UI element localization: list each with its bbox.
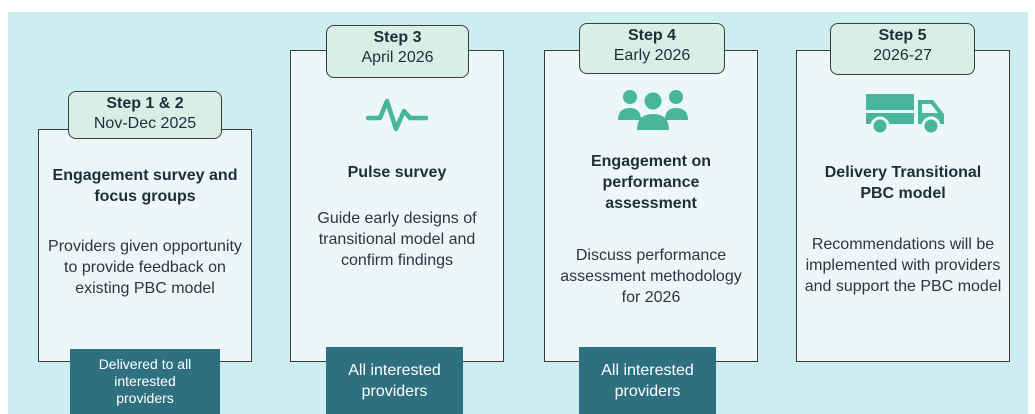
step-3-tag: Step 3 April 2026 bbox=[326, 25, 469, 78]
step-3-date: April 2026 bbox=[361, 49, 434, 66]
step-4-footer-text: All interested providers bbox=[601, 361, 694, 400]
step-4-footer: All interested providers bbox=[579, 347, 716, 414]
people-group-icon bbox=[618, 90, 688, 130]
step-4-date: Early 2026 bbox=[613, 47, 691, 64]
step-5-date: 2026-27 bbox=[873, 47, 932, 64]
step-4-description: Discuss performance assessment methodolo… bbox=[560, 247, 742, 306]
step-5-description: Recommendations will be implemented with… bbox=[804, 236, 1002, 295]
step-1-date: Nov-Dec 2025 bbox=[93, 115, 197, 132]
step-3-card bbox=[290, 50, 504, 362]
step-4-label: Step 4 bbox=[627, 27, 676, 44]
step-1-footer-text: Delivered to all interested providers bbox=[98, 356, 192, 406]
step-3-title: Pulse survey bbox=[347, 164, 447, 181]
timeline-diagram: Step 1 & 2 Nov-Dec 2025 Engagement surve… bbox=[8, 12, 1028, 414]
step-3-footer: All interested providers bbox=[326, 347, 463, 414]
step-3-footer-text: All interested providers bbox=[348, 361, 441, 400]
step-1-title: Engagement survey and focus groups bbox=[52, 167, 238, 205]
step-4-tag: Step 4 Early 2026 bbox=[579, 23, 725, 74]
step-1-footer: Delivered to all interested providers bbox=[70, 349, 220, 414]
step-1-description: Providers given opportunity to provide f… bbox=[48, 238, 242, 297]
step-4-title: Engagement on performance assessment bbox=[590, 153, 711, 212]
step-1-label: Step 1 & 2 bbox=[106, 95, 184, 112]
step-5-label: Step 5 bbox=[878, 27, 927, 44]
step-5-tag: Step 5 2026-27 bbox=[830, 23, 975, 75]
step-3-label: Step 3 bbox=[373, 29, 422, 46]
step-3-description: Guide early designs of transitional mode… bbox=[317, 210, 477, 269]
truck-icon bbox=[866, 94, 944, 136]
pulse-icon bbox=[366, 98, 429, 132]
step-1-tag: Step 1 & 2 Nov-Dec 2025 bbox=[68, 91, 222, 139]
step-5-title: Delivery Transitional PBC model bbox=[824, 164, 982, 202]
step-1-card bbox=[38, 129, 252, 362]
